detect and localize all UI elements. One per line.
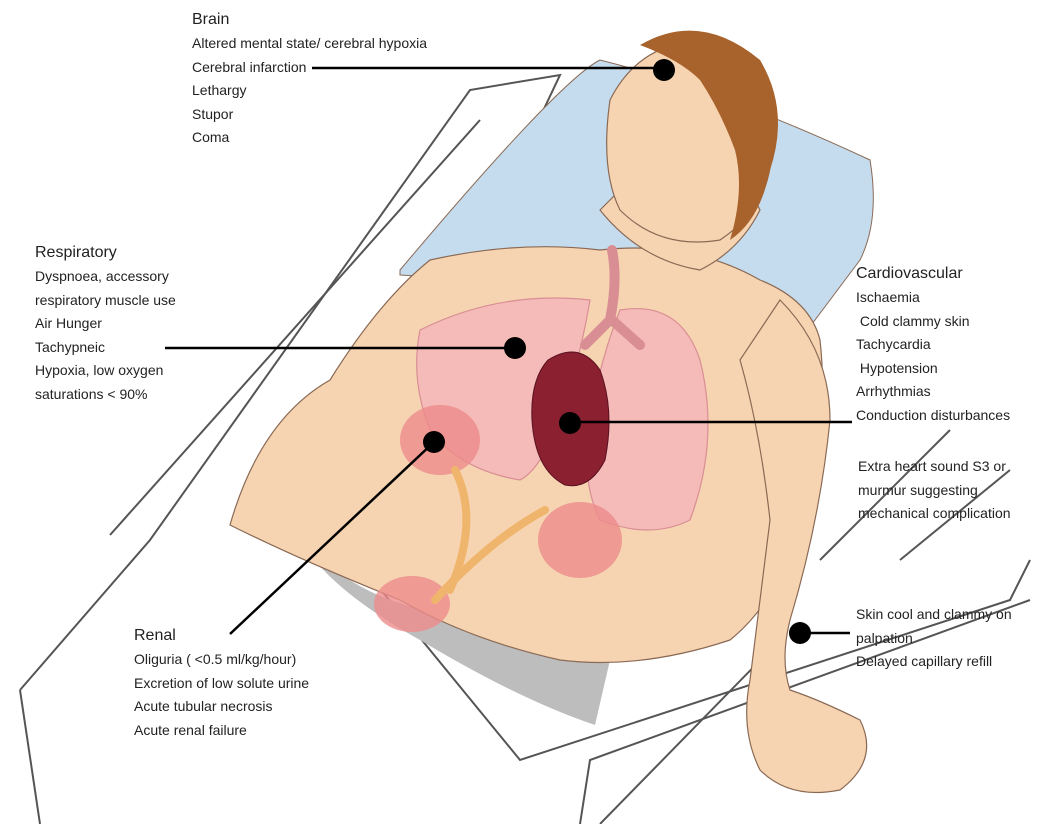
cardiovascular-heading: Cardiovascular [856, 262, 1010, 286]
cardiovascular-item: Cold clammy skin [856, 310, 1010, 334]
renal-heading: Renal [134, 624, 309, 648]
cardiovascular-marker [559, 412, 581, 434]
kidney-lower [538, 502, 622, 578]
respiratory-marker [504, 337, 526, 359]
brain-item: Stupor [192, 103, 427, 127]
cardiovascular-item: Tachycardia [856, 333, 1010, 357]
brain-item: Lethargy [192, 79, 427, 103]
respiratory-item: Tachypneic [35, 336, 176, 360]
heart-sound-item: mechanical complication [858, 502, 1011, 526]
cardiovascular-item: Arrhythmias [856, 380, 1010, 404]
skin-item: Skin cool and clammy on [856, 603, 1012, 627]
renal-item: Oliguria ( <0.5 ml/kg/hour) [134, 648, 309, 672]
respiratory-heading: Respiratory [35, 241, 176, 265]
respiratory-item: Air Hunger [35, 312, 176, 336]
cardiovascular-item: Ischaemia [856, 286, 1010, 310]
brain-annotation: Brain Altered mental state/ cerebral hyp… [192, 8, 427, 150]
respiratory-annotation: Respiratory Dyspnoea, accessory respirat… [35, 241, 176, 406]
heart-sound-annotation: Extra heart sound S3 or murmur suggestin… [858, 455, 1011, 526]
renal-item: Acute renal failure [134, 719, 309, 743]
respiratory-item: Dyspnoea, accessory [35, 265, 176, 289]
renal-annotation: Renal Oliguria ( <0.5 ml/kg/hour) Excret… [134, 624, 309, 742]
respiratory-item: Hypoxia, low oxygen [35, 359, 176, 383]
renal-item: Excretion of low solute urine [134, 672, 309, 696]
brain-item: Altered mental state/ cerebral hypoxia [192, 32, 427, 56]
skin-annotation: Skin cool and clammy on palpation Delaye… [856, 603, 1012, 674]
brain-marker [653, 59, 675, 81]
respiratory-item: saturations < 90% [35, 383, 176, 407]
brain-item: Coma [192, 126, 427, 150]
skin-marker [789, 622, 811, 644]
heart-sound-item: Extra heart sound S3 or [858, 455, 1011, 479]
brain-item: Cerebral infarction [192, 56, 427, 80]
skin-item: palpation [856, 627, 1012, 651]
cardiovascular-item: Conduction disturbances [856, 404, 1010, 428]
respiratory-item: respiratory muscle use [35, 289, 176, 313]
bladder [374, 576, 450, 632]
renal-marker [423, 431, 445, 453]
renal-item: Acute tubular necrosis [134, 695, 309, 719]
cardiovascular-annotation: Cardiovascular Ischaemia Cold clammy ski… [856, 262, 1010, 427]
heart-sound-item: murmur suggesting [858, 479, 1011, 503]
brain-heading: Brain [192, 8, 427, 32]
cardiovascular-item: Hypotension [856, 357, 1010, 381]
skin-item: Delayed capillary refill [856, 650, 1012, 674]
